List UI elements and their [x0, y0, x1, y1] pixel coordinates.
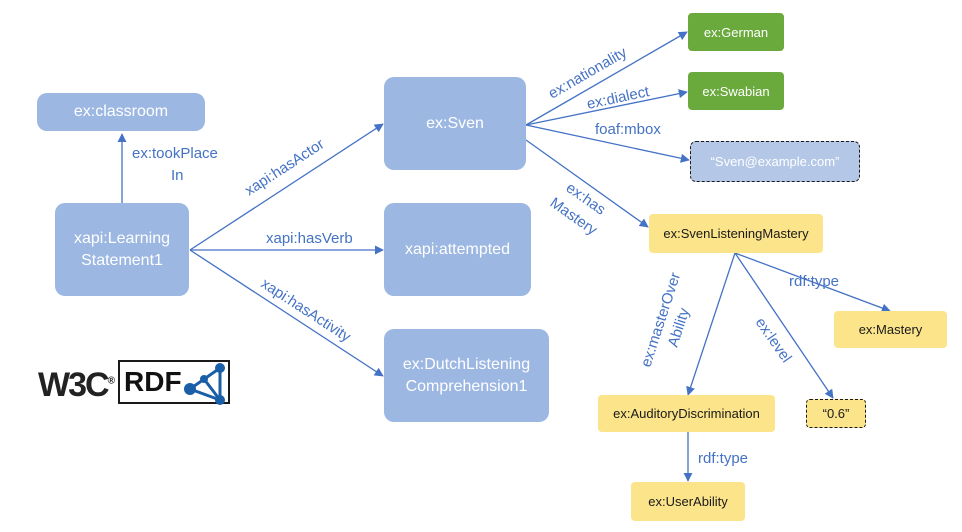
edge-rdf-type-mastery	[734, 252, 891, 313]
edge-dialect	[525, 89, 688, 126]
node-classroom: ex:classroom	[37, 93, 205, 131]
label-dialect: ex:dialect	[585, 83, 651, 113]
edge-nationality	[525, 31, 688, 126]
node-german: ex:German	[688, 13, 784, 51]
node-dutch-listening-line2: Comprehension1	[405, 377, 528, 395]
label-has-activity: xapi:hasActivity	[258, 275, 354, 346]
node-user-ability-label: ex:UserAbility	[648, 494, 728, 509]
edge-master-over-ability	[686, 252, 736, 396]
edge-has-activity	[189, 249, 384, 377]
node-learning-statement-line1: xapi:Learning	[73, 229, 171, 247]
node-level-literal: “0.6”	[806, 399, 866, 428]
rdf-graph-icon	[184, 363, 225, 405]
node-level-literal-label: “0.6”	[822, 406, 850, 421]
node-mbox-literal: “Sven@example.com”	[690, 141, 860, 182]
label-mbox: foaf:mbox	[595, 121, 661, 138]
node-german-label: ex:German	[703, 24, 769, 40]
node-classroom-label: ex:classroom	[73, 103, 169, 120]
node-dutch-listening-line1: ex:DutchListening	[402, 355, 531, 373]
node-swabian: ex:Swabian	[688, 72, 784, 110]
node-learning-statement: xapi:Learning Statement1	[55, 203, 189, 296]
node-sven: ex:Sven	[384, 77, 526, 170]
node-learning-statement-line2: Statement1	[81, 251, 163, 269]
node-dutch-listening: ex:DutchListening Comprehension1	[384, 329, 549, 422]
label-took-place-line1: ex:tookPlace	[132, 145, 218, 162]
label-level: ex:level	[752, 315, 795, 366]
node-auditory-discrimination: ex:AuditoryDiscrimination	[598, 395, 775, 432]
edge-has-mastery	[525, 139, 649, 228]
rdf-logo: RDF	[118, 360, 230, 405]
label-rdf-type-mastery: rdf:type	[789, 273, 839, 290]
edge-level	[734, 252, 834, 399]
rdf-logo-text: RDF	[124, 366, 182, 397]
edge-has-actor	[189, 123, 384, 251]
node-auditory-discrimination-label: ex:AuditoryDiscrimination	[613, 406, 760, 421]
node-sven-label: ex:Sven	[426, 114, 484, 132]
label-has-verb: xapi:hasVerb	[266, 230, 353, 247]
w3c-logo-text: W3C	[38, 366, 110, 404]
node-sven-listening-mastery: ex:SvenListeningMastery	[649, 214, 823, 253]
node-user-ability: ex:UserAbility	[631, 482, 745, 521]
node-mbox-literal-label: “Sven@example.com”	[710, 154, 840, 169]
node-attempted-label: xapi:attempted	[405, 240, 510, 258]
node-attempted: xapi:attempted	[384, 203, 531, 296]
node-mastery-class-label: ex:Mastery	[858, 322, 923, 337]
label-rdf-type-ability: rdf:type	[698, 450, 748, 467]
node-sven-listening-mastery-label: ex:SvenListeningMastery	[663, 226, 809, 241]
w3c-registered-mark: ®	[107, 375, 115, 387]
w3c-logo: W3C®	[38, 366, 115, 405]
label-took-place-line2: In	[171, 167, 184, 184]
node-mastery-class: ex:Mastery	[834, 311, 947, 348]
edge-mbox	[525, 124, 690, 163]
label-has-actor: xapi:hasActor	[242, 136, 327, 200]
node-swabian-label: ex:Swabian	[702, 83, 770, 99]
